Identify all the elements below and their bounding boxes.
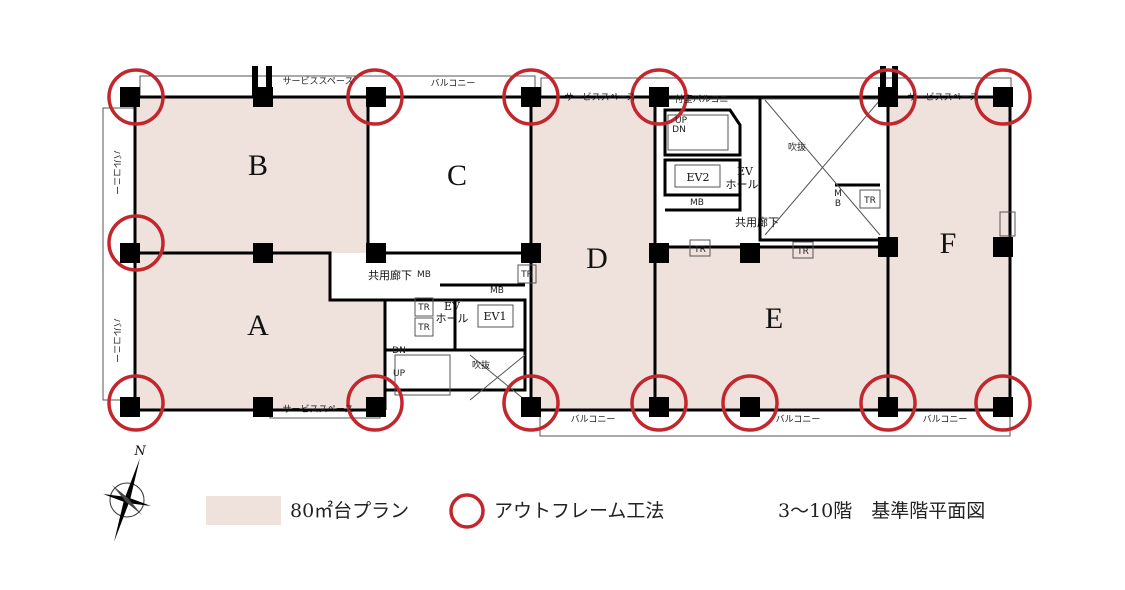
compass-rose-icon: N <box>103 444 151 542</box>
corridor-label: 共用廊下 <box>735 215 779 229</box>
up-label: UP <box>675 116 688 126</box>
column <box>649 87 669 107</box>
column <box>521 397 541 417</box>
north-label: N <box>133 444 146 459</box>
column <box>120 87 140 107</box>
column <box>993 397 1013 417</box>
outframe-markers <box>107 68 1032 432</box>
balcony-label: バルコニー <box>571 414 616 425</box>
unit-label-d: D <box>586 242 608 275</box>
outframe-marker <box>502 68 560 126</box>
mb-label: MB <box>417 270 431 280</box>
ev-hall-label: EV <box>737 165 754 178</box>
tr-label: TR <box>796 247 809 257</box>
ev-hall-label: ホール <box>726 178 759 191</box>
ev-hall-label: ホール <box>436 312 469 325</box>
unit-label-e: E <box>765 302 783 335</box>
column <box>649 397 669 417</box>
legend-outframe-marker <box>449 493 485 529</box>
mb-label: M <box>834 189 842 199</box>
column <box>993 87 1013 107</box>
outframe-marker <box>974 68 1032 126</box>
balcony-label: バルコニー <box>923 414 968 425</box>
tr-label: TR <box>520 270 533 280</box>
unit-label-f: F <box>940 227 957 260</box>
mb-label: MB <box>490 286 504 296</box>
balcony-label: バルコニー <box>776 414 821 425</box>
dn-label: DN <box>672 125 686 135</box>
column <box>366 87 386 107</box>
dn-label: DN <box>392 346 406 356</box>
ev-hall-label: EV <box>444 300 461 313</box>
mb-label: MB <box>690 198 704 208</box>
up-label: UP <box>393 369 406 379</box>
column <box>878 237 898 257</box>
balcony-label: バルコニー <box>431 78 476 89</box>
unit-label-a: A <box>247 309 269 342</box>
service-space-label: サービススペース <box>908 92 979 103</box>
unit-f-area <box>888 97 1010 410</box>
corridor-label: 共用廊下 <box>368 268 412 282</box>
column <box>878 87 898 107</box>
column <box>253 87 273 107</box>
outframe-marker <box>974 374 1032 432</box>
unit-a-area <box>135 253 385 410</box>
ev1-label: EV1 <box>484 310 507 323</box>
service-space-label: サービススペース <box>283 404 354 415</box>
tr-label: TR <box>417 303 430 313</box>
column <box>253 243 273 263</box>
unit-b-area <box>135 97 368 253</box>
outframe-marker <box>859 68 917 126</box>
outframe-marker <box>107 214 165 272</box>
void-label: 吹抜 <box>472 359 490 371</box>
outframe-marker <box>859 374 917 432</box>
balcony-label-vertical: バルコニー <box>111 318 122 363</box>
column <box>878 397 898 417</box>
annex-balcony-label: 付室バルコニー <box>675 93 738 105</box>
column <box>521 87 541 107</box>
tr-label: TR <box>863 196 876 206</box>
plan-title: 3〜10階 基準階平面図 <box>778 500 985 522</box>
tr-label: TR <box>417 323 430 333</box>
mb-label: B <box>835 199 841 209</box>
outframe-marker <box>346 68 404 126</box>
column <box>366 397 386 417</box>
unit-label-b: B <box>248 149 268 182</box>
ev2-label: EV2 <box>687 171 710 184</box>
tr-label: TR <box>693 245 706 255</box>
column <box>740 243 760 263</box>
balcony-label-vertical: バルコニー <box>111 150 122 195</box>
outframe-marker <box>107 374 165 432</box>
legend-outframe-label: アウトフレーム工法 <box>494 500 664 522</box>
column <box>120 243 140 263</box>
outframe-marker <box>630 68 688 126</box>
outframe-marker <box>502 374 560 432</box>
columns <box>120 87 1013 417</box>
outframe-marker <box>630 374 688 432</box>
column <box>366 243 386 263</box>
outframe-marker <box>346 374 404 432</box>
outframe-marker <box>107 68 165 126</box>
unit-d-area <box>531 97 655 410</box>
column <box>120 397 140 417</box>
unit-label-c: C <box>447 159 467 192</box>
outframe-marker <box>721 374 779 432</box>
column <box>993 237 1013 257</box>
column <box>521 243 541 263</box>
legend-80-plan-label: 80㎡台プラン <box>290 499 409 522</box>
column <box>649 243 669 263</box>
void-label: 吹抜 <box>788 141 806 153</box>
unit-e-area <box>655 247 888 410</box>
service-space-label: サービススペース <box>283 76 354 87</box>
unit-fills <box>135 97 1010 410</box>
service-space-label: サービススペース <box>565 92 636 103</box>
column <box>253 397 273 417</box>
column <box>740 397 760 417</box>
legend-80-plan-swatch <box>206 496 281 525</box>
